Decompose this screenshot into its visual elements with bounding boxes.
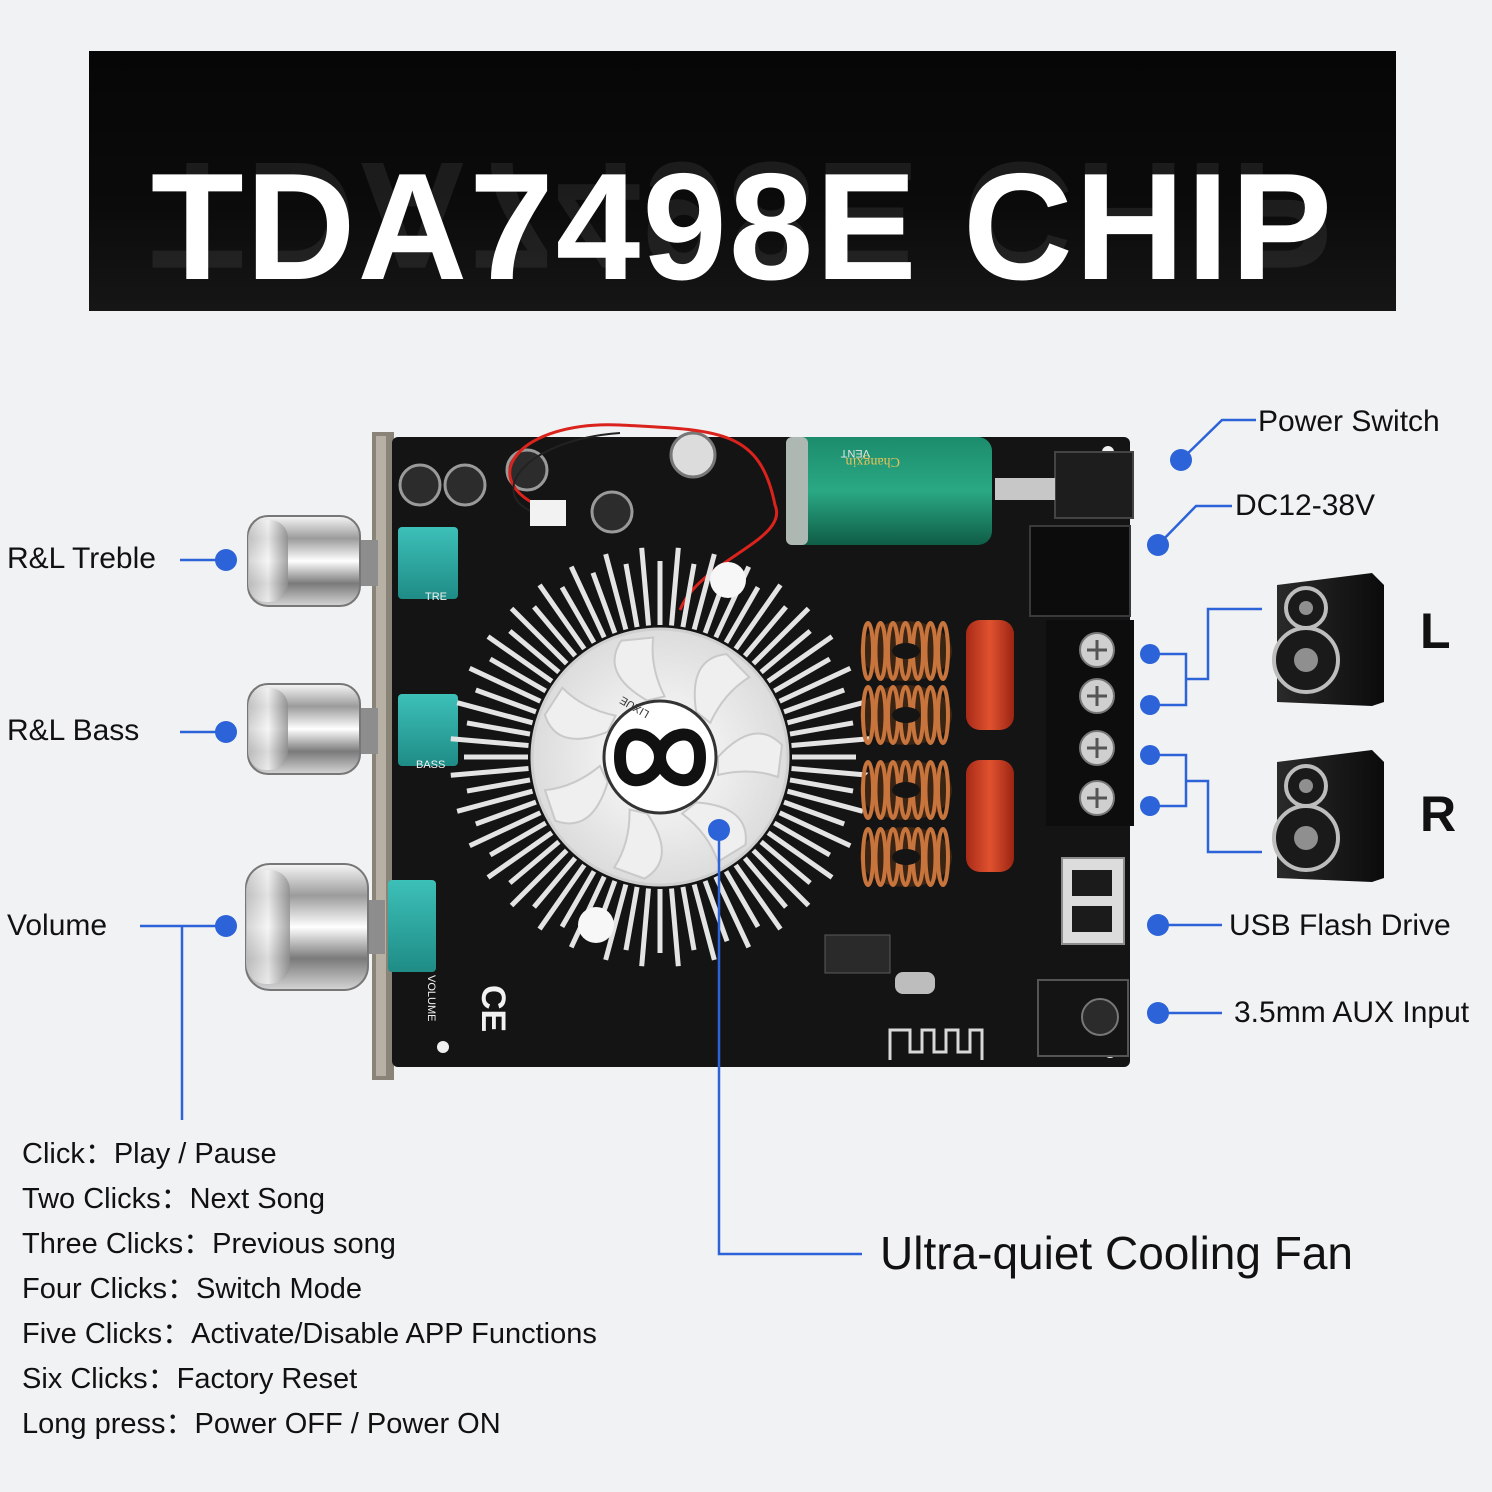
- treble-pot-housing: [398, 527, 458, 599]
- capacitor-series: VENT: [840, 447, 870, 459]
- list-item: Five Clicks：Activate/Disable APP Functio…: [22, 1318, 597, 1350]
- label-usb: USB Flash Drive: [1229, 909, 1451, 942]
- label-aux: 3.5mm AUX Input: [1234, 996, 1470, 1029]
- label-cooling-fan: Ultra-quiet Cooling Fan: [880, 1227, 1354, 1279]
- film-capacitor: [966, 620, 1014, 730]
- speaker-right-icon: [1272, 750, 1384, 882]
- list-item: Four Clicks：Switch Mode: [22, 1273, 363, 1305]
- silkscreen-tre: TRE: [425, 591, 447, 603]
- fan-logo-icon: [613, 728, 707, 787]
- callout-dots: [215, 449, 1192, 1024]
- label-volume: Volume: [7, 909, 108, 942]
- speaker-left-icon: [1272, 573, 1384, 706]
- volume-knob[interactable]: [245, 863, 385, 991]
- heatsink: [450, 547, 870, 967]
- label-treble: R&L Treble: [7, 542, 156, 575]
- volume-function-list: Click：Play / Pause Two Clicks：Next Song …: [22, 1133, 597, 1448]
- label-left-channel: L: [1420, 603, 1451, 659]
- bulk-capacitor: [786, 437, 992, 545]
- list-item: Two Clicks：Next Song: [22, 1183, 325, 1215]
- dc-jack[interactable]: [1029, 525, 1131, 617]
- bass-pot-housing: [398, 694, 458, 766]
- list-item: Click：Play / Pause: [22, 1138, 277, 1170]
- bass-knob[interactable]: [247, 683, 378, 775]
- volume-pot-housing: [388, 880, 436, 972]
- silkscreen-bass: BASS: [416, 759, 445, 771]
- list-item: Long press：Power OFF / Power ON: [22, 1408, 501, 1440]
- label-right-channel: R: [1420, 786, 1457, 842]
- label-power-switch: Power Switch: [1258, 405, 1440, 438]
- label-bass: R&L Bass: [7, 714, 140, 747]
- label-dc-input: DC12-38V: [1235, 489, 1376, 522]
- banner-title: TDA7498E CHIP: [150, 142, 1335, 311]
- callout-lines: [140, 418, 1262, 1256]
- title-banner: TDA7498E CHIP TDA7498E CHIP: [89, 51, 1396, 311]
- list-item: Three Clicks：Previous song: [22, 1228, 396, 1260]
- small-capacitors: [398, 431, 717, 534]
- treble-knob[interactable]: [247, 515, 378, 607]
- silkscreen-volume: VOLUME: [425, 975, 437, 1021]
- antenna-trace: [888, 1028, 984, 1060]
- power-switch[interactable]: [1054, 451, 1134, 519]
- ce-mark: CE: [474, 985, 512, 1032]
- capacitor-brand: Changxin: [846, 454, 900, 469]
- list-item: Six Clicks：Factory Reset: [22, 1363, 358, 1395]
- output-inductors: [860, 621, 952, 887]
